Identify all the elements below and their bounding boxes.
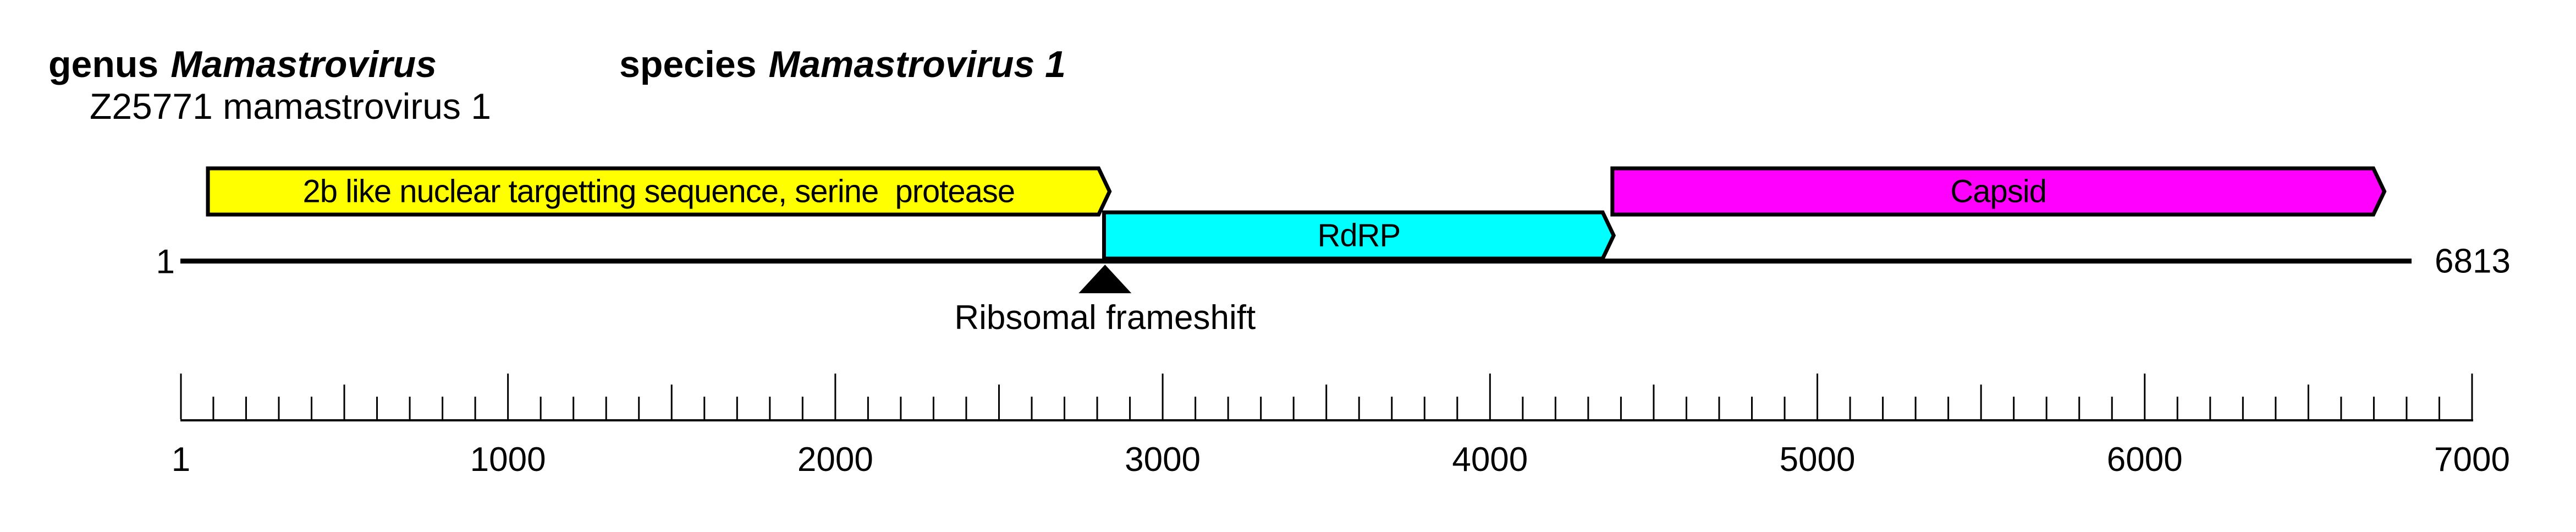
ruler-tick-3200: [1227, 397, 1229, 419]
ruler-tick-6100: [2176, 397, 2178, 419]
ruler-label-6000: 6000: [2106, 441, 2183, 479]
ruler-tick-6600: [2340, 397, 2342, 419]
ruler-tick-100: [212, 397, 214, 419]
frameshift-annotation-label: Ribsomal frameshift: [954, 299, 1256, 337]
ruler-tick-3600: [1358, 397, 1360, 419]
ruler-tick-2700: [1064, 397, 1066, 419]
ruler-tick-5100: [1849, 397, 1851, 419]
feature-arrows: [206, 166, 2387, 261]
ruler-tick-1500: [670, 385, 673, 419]
ruler-tick-5800: [2078, 397, 2080, 419]
ruler-label-1: 1: [171, 441, 191, 479]
species-label: species: [619, 43, 757, 85]
ruler-tick-1: [180, 374, 182, 419]
ruler-tick-3100: [1195, 397, 1197, 419]
ruler-tick-4700: [1718, 397, 1720, 419]
ruler-tick-6300: [2242, 397, 2244, 419]
ruler-tick-3400: [1292, 397, 1295, 419]
ruler-tick-4500: [1653, 385, 1655, 419]
ruler-tick-5700: [2045, 397, 2047, 419]
ruler-tick-1000: [507, 374, 509, 419]
ruler-tick-4800: [1751, 397, 1753, 419]
ruler-tick-3900: [1456, 397, 1458, 419]
feature-arrow-capsid: [1610, 166, 2387, 217]
ruler-tick-300: [278, 397, 280, 419]
genus-label: genus: [48, 43, 159, 85]
ruler-label-5000: 5000: [1779, 441, 1856, 479]
ruler-tick-3800: [1423, 397, 1425, 419]
ruler-tick-400: [310, 397, 312, 419]
ruler-tick-1600: [703, 397, 706, 419]
ruler-tick-7000: [2471, 374, 2473, 419]
ruler-tick-4100: [1522, 397, 1524, 419]
ruler-tick-2300: [932, 397, 934, 419]
ruler-tick-5300: [1914, 397, 1917, 419]
ruler-tick-5600: [2013, 397, 2015, 419]
genome-end-coordinate: 6813: [2435, 242, 2511, 281]
ruler-tick-1200: [573, 397, 575, 419]
ruler-tick-1300: [605, 397, 607, 419]
ruler-tick-5400: [1947, 397, 1950, 419]
ruler-tick-6000: [2144, 374, 2146, 419]
ruler-tick-4300: [1587, 397, 1589, 419]
ruler-tick-6900: [2438, 397, 2440, 419]
species-name: Mamastrovirus 1: [768, 43, 1066, 85]
ruler-tick-2000: [834, 374, 836, 419]
ruler-tick-6800: [2406, 397, 2408, 419]
ruler-tick-1100: [540, 397, 542, 419]
ruler-tick-2100: [867, 397, 869, 419]
ruler-tick-4900: [1784, 397, 1786, 419]
ruler-tick-2500: [998, 385, 1000, 419]
ruler-tick-6200: [2209, 397, 2211, 419]
ruler-tick-1400: [638, 397, 640, 419]
ruler-tick-2400: [965, 397, 967, 419]
sequence-accession-line: Z25771 mamastrovirus 1: [90, 86, 491, 127]
ruler-tick-1800: [769, 397, 771, 419]
ruler-tick-6500: [2307, 385, 2309, 419]
ruler-baseline: [180, 419, 2473, 421]
genome-backbone-line: [180, 259, 2412, 264]
ruler-label-2000: 2000: [797, 441, 873, 479]
ruler-label-7000: 7000: [2434, 441, 2510, 479]
species-title: species Mamastrovirus 1: [619, 43, 1066, 86]
ruler-tick-1900: [801, 397, 803, 419]
ruler-tick-700: [409, 397, 411, 419]
genus-name: Mamastrovirus: [170, 43, 437, 85]
ruler-label-1000: 1000: [470, 441, 546, 479]
ruler-tick-4200: [1554, 397, 1556, 419]
ruler-tick-2800: [1096, 397, 1098, 419]
ruler-label-4000: 4000: [1452, 441, 1528, 479]
feature-arrow-2b-protease: [206, 166, 1112, 217]
ruler-tick-3500: [1325, 385, 1328, 419]
ruler-tick-200: [245, 397, 247, 419]
ruler: [180, 374, 2473, 421]
ruler-tick-2900: [1129, 397, 1131, 419]
feature-arrow-rdrp: [1102, 210, 1616, 261]
ruler-tick-500: [343, 385, 345, 419]
genome-start-coordinate: 1: [156, 243, 175, 281]
ruler-tick-2200: [900, 397, 902, 419]
ruler-tick-5000: [1817, 374, 1819, 419]
ruler-tick-6400: [2275, 397, 2277, 419]
ruler-tick-3700: [1391, 397, 1393, 419]
ruler-tick-800: [442, 397, 444, 419]
ruler-tick-3300: [1260, 397, 1262, 419]
ruler-tick-5500: [1980, 385, 1982, 419]
ruler-tick-1700: [736, 397, 738, 419]
frameshift-marker-triangle: [1078, 265, 1132, 293]
ruler-tick-5900: [2111, 397, 2113, 419]
ruler-tick-600: [376, 397, 378, 419]
ruler-label-3000: 3000: [1125, 441, 1201, 479]
ruler-tick-3000: [1162, 374, 1164, 419]
ruler-tick-2600: [1031, 397, 1033, 419]
ruler-tick-5200: [1882, 397, 1884, 419]
ruler-tick-900: [474, 397, 476, 419]
ruler-tick-4400: [1620, 397, 1622, 419]
genus-title: genus Mamastrovirus: [48, 43, 437, 86]
ruler-tick-4000: [1489, 374, 1491, 419]
ruler-tick-6700: [2373, 397, 2375, 419]
ruler-tick-4600: [1685, 397, 1687, 419]
